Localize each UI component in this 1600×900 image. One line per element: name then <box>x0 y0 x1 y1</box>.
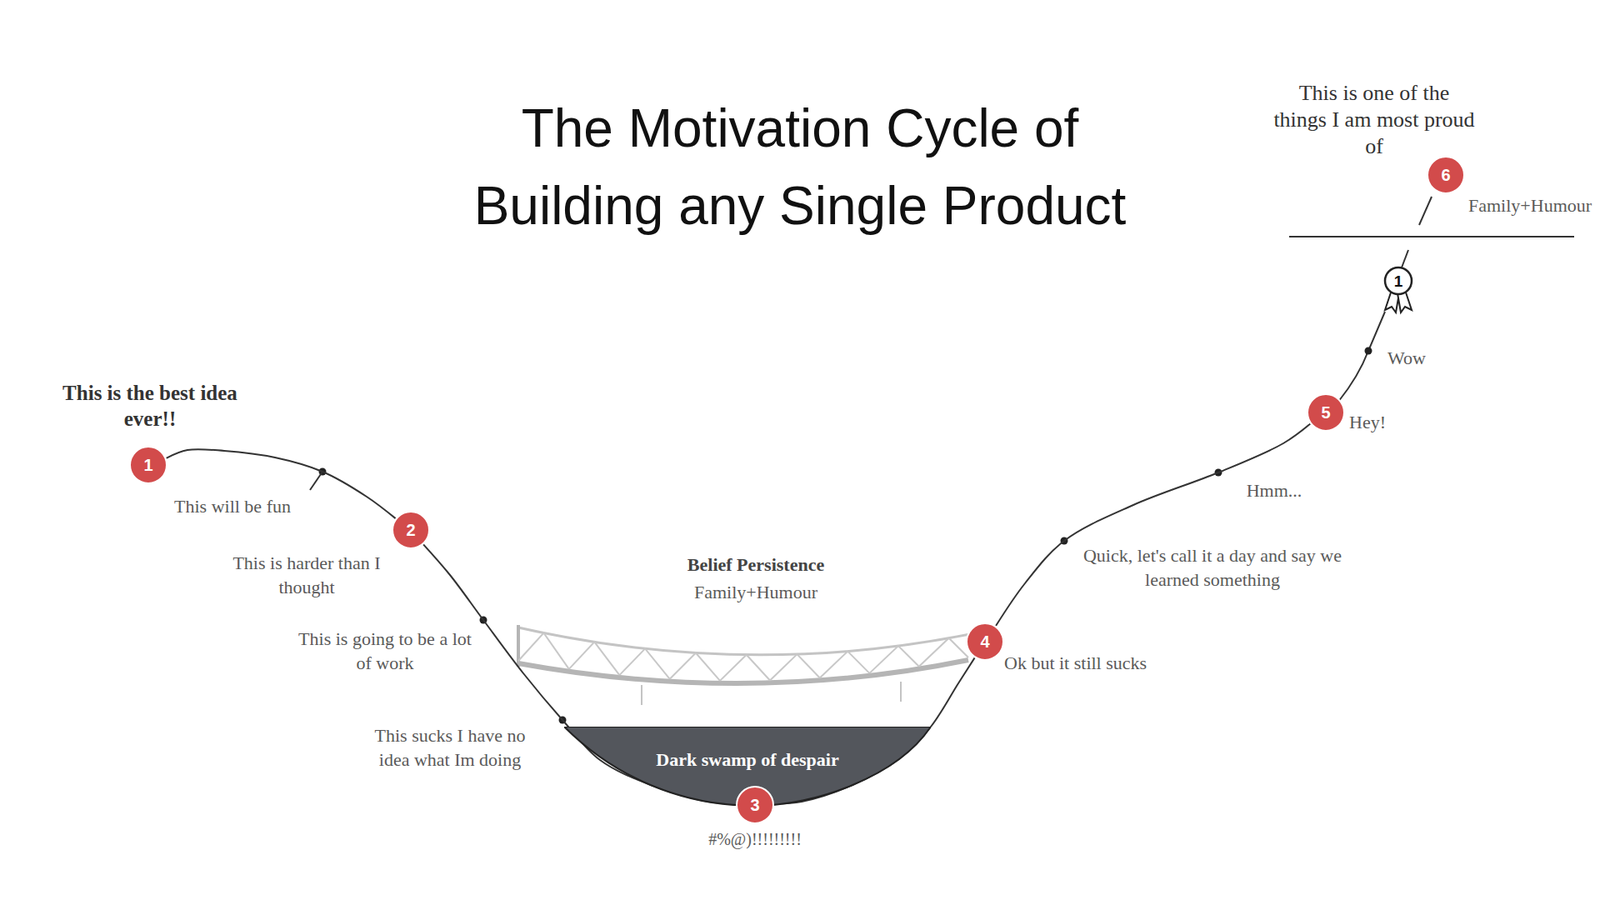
annotation: Belief Persistence <box>647 553 865 578</box>
callout-number: 3 <box>735 785 775 825</box>
callout-number-text: 5 <box>1306 393 1345 432</box>
annotation: Quick, let's call it a day and say we le… <box>1070 544 1355 592</box>
callout-circle-shape <box>1427 156 1465 194</box>
bridge-hanger <box>900 681 902 702</box>
callout-number-text: 2 <box>391 510 430 550</box>
tick-line <box>310 471 323 490</box>
annotation: Hey! <box>1349 410 1433 435</box>
bridge-truss <box>518 633 969 681</box>
callout-circle-shape <box>966 623 1004 660</box>
callout-number-text: 1 <box>129 445 168 485</box>
bridge-truss-strut <box>869 645 919 674</box>
bridge-truss-strut <box>770 654 820 680</box>
callout-number: 2 <box>391 510 430 550</box>
annotation: Family+Humour <box>1468 194 1594 219</box>
bridge-truss-strut <box>569 641 620 675</box>
bridge <box>518 625 975 705</box>
annotation: #%@)!!!!!!!!! <box>671 828 839 850</box>
annotation: This sucks I have no idea what Im doing <box>358 724 542 772</box>
leader-line <box>1419 196 1432 225</box>
curve-dots <box>319 347 1373 725</box>
bridge-truss-strut <box>518 633 570 670</box>
curve-dot <box>1365 347 1373 355</box>
annotation: This is harder than I thought <box>223 551 390 600</box>
callout-number: 4 <box>965 622 1005 661</box>
bridge-truss-strut <box>919 638 969 667</box>
annotation: Hmm... <box>1224 479 1325 504</box>
annotation: This is the best idea ever!! <box>50 380 250 432</box>
callout-number: 6 <box>1426 155 1465 195</box>
callout-number: 5 <box>1306 393 1345 432</box>
annotation: Family+Humour <box>647 580 865 605</box>
motivation-curve <box>1401 250 1409 268</box>
callout-circle-shape <box>130 446 167 484</box>
motivation-curve <box>1338 311 1385 402</box>
award-number: 1 <box>1385 270 1411 292</box>
callout-number-text: 4 <box>965 622 1005 661</box>
callout-number: 1 <box>129 445 168 485</box>
annotation: This is one of the things I am most prou… <box>1270 80 1479 160</box>
annotation: This will be fun <box>149 495 316 520</box>
callout-number-text: 6 <box>1426 155 1465 195</box>
callout-circle-shape <box>736 786 774 824</box>
bridge-truss-strut <box>820 651 870 679</box>
annotation: Ok but it still sucks <box>1004 651 1221 676</box>
annotation: Wow <box>1387 346 1471 371</box>
callout-circle-shape <box>1307 394 1345 431</box>
bridge-truss-strut <box>619 648 670 679</box>
award-medal <box>1385 267 1412 295</box>
callout-circle-shape <box>392 511 430 549</box>
bridge-hanger <box>640 685 643 705</box>
title: The Motivation Cycle of Building any Sin… <box>454 90 1146 245</box>
bridge-deck <box>518 660 969 684</box>
callout-number-text: 3 <box>735 785 775 825</box>
bridge-truss-strut <box>670 653 720 681</box>
swamp-label: Dark swamp of despair <box>564 748 931 772</box>
annotation: This is going to be a lot of work <box>297 627 473 675</box>
bridge-truss-strut <box>720 655 770 681</box>
baseline-rule <box>1289 235 1575 238</box>
curve-segment <box>995 424 1310 627</box>
